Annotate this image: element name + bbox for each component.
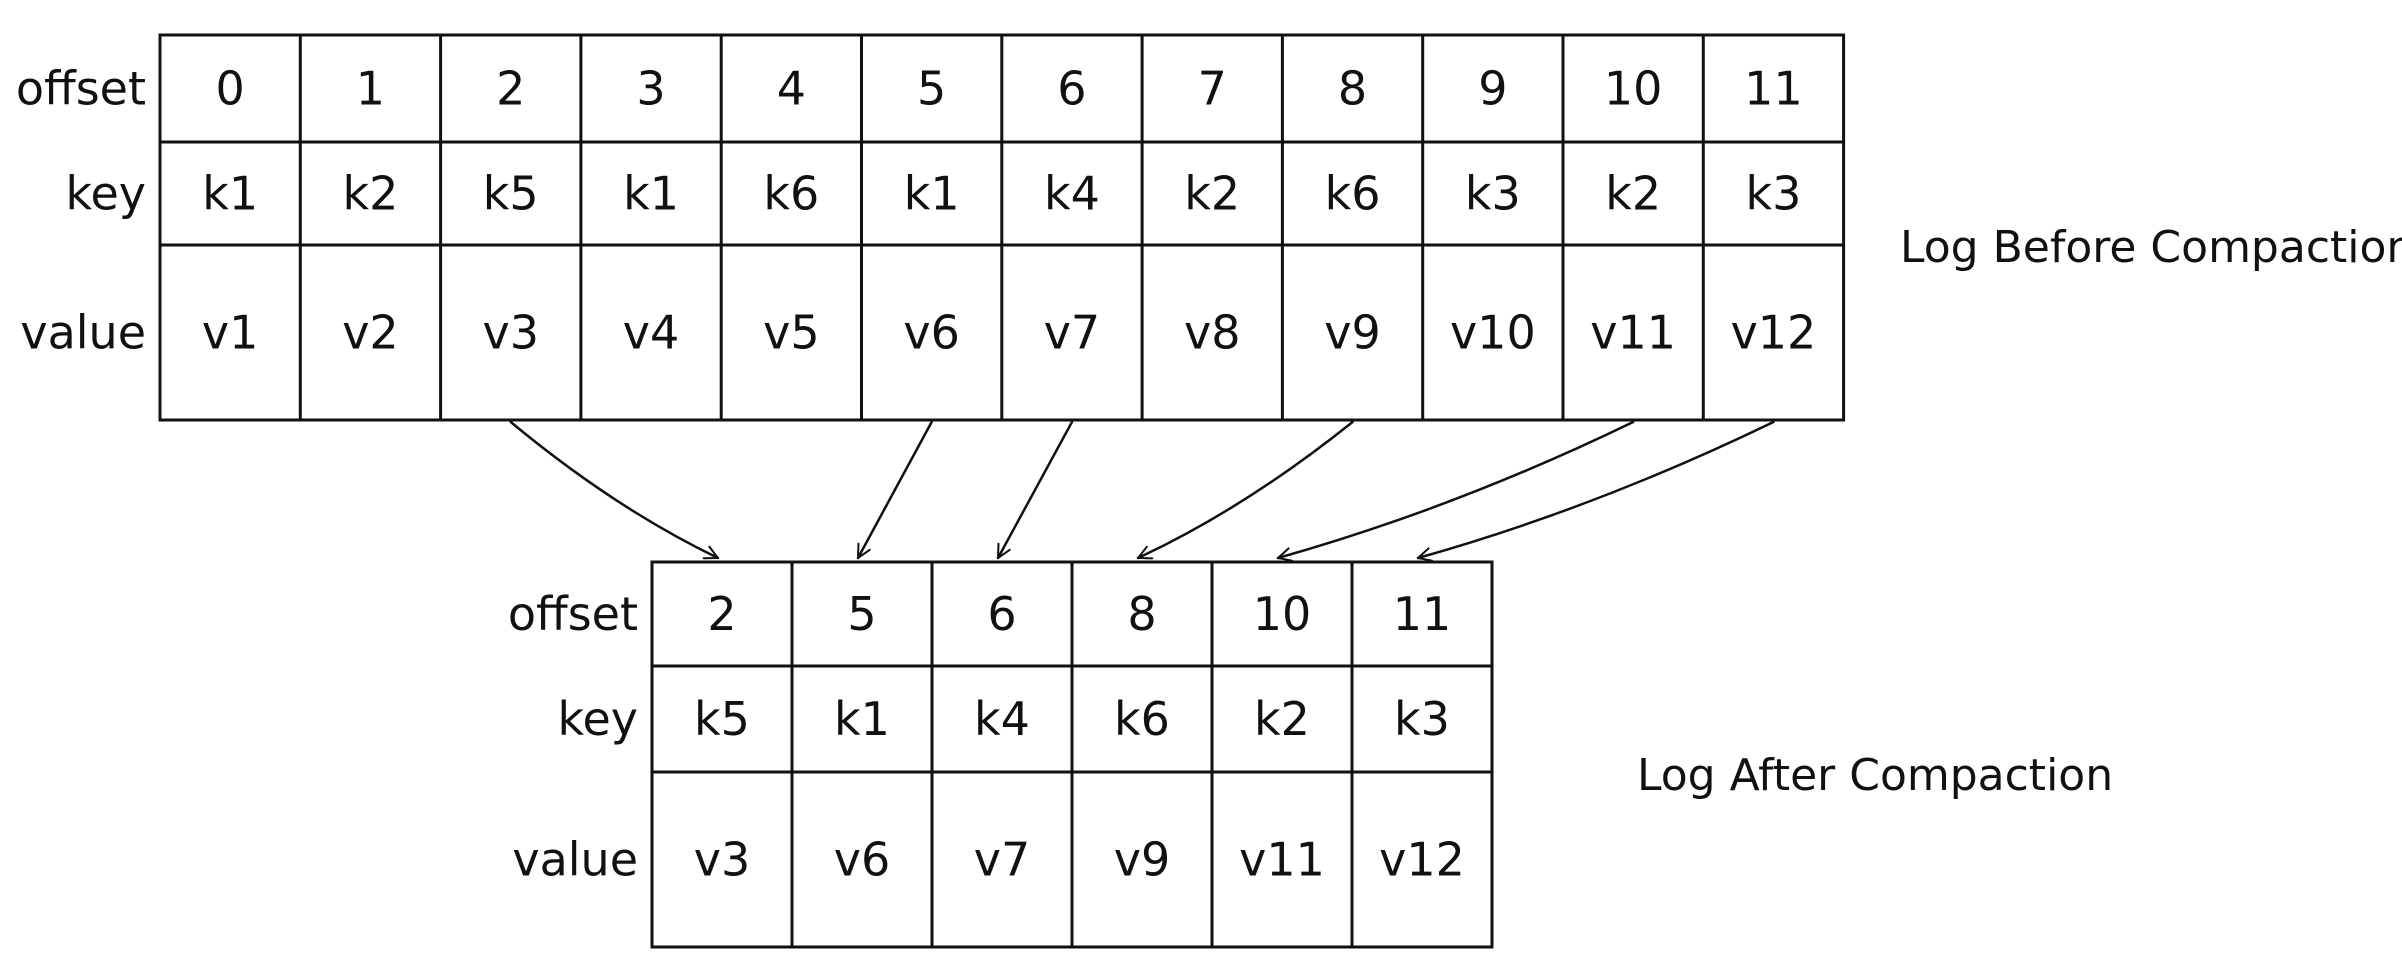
before-cell-key: k2 bbox=[1605, 167, 1661, 221]
after-cell-key: k5 bbox=[694, 692, 750, 746]
before-cell-offset: 2 bbox=[496, 62, 525, 116]
after-cell-offset: 10 bbox=[1253, 587, 1312, 641]
before-cell-offset: 0 bbox=[216, 62, 245, 116]
before-cell-offset: 4 bbox=[777, 62, 806, 116]
before-cell-value: v8 bbox=[1184, 306, 1241, 360]
before-cell-key: k4 bbox=[1044, 167, 1100, 221]
after-cell-offset: 8 bbox=[1127, 587, 1156, 641]
before-cell-key: k3 bbox=[1745, 167, 1801, 221]
before-cell-key: k1 bbox=[623, 167, 679, 221]
before-cell-offset: 11 bbox=[1744, 62, 1803, 116]
after-cell-value: v3 bbox=[694, 833, 751, 887]
before-row-label-value: value bbox=[20, 306, 146, 360]
before-cell-key: k1 bbox=[904, 167, 960, 221]
after-row-label-value: value bbox=[512, 833, 638, 887]
after-cell-offset: 11 bbox=[1393, 587, 1452, 641]
compaction-arrow bbox=[1136, 420, 1354, 560]
after-cell-value: v11 bbox=[1239, 833, 1325, 887]
before-cell-offset: 5 bbox=[917, 62, 946, 116]
before-row-label-key: key bbox=[65, 167, 146, 221]
after-cell-value: v9 bbox=[1114, 833, 1171, 887]
before-cell-value: v5 bbox=[763, 306, 820, 360]
before-cell-key: k6 bbox=[763, 167, 819, 221]
compaction-arrows bbox=[509, 420, 1775, 562]
compaction-arrow bbox=[856, 420, 933, 560]
after-cell-key: k6 bbox=[1114, 692, 1170, 746]
before-cell-offset: 1 bbox=[356, 62, 385, 116]
after-cell-value: v6 bbox=[834, 833, 891, 887]
before-cell-key: k3 bbox=[1465, 167, 1521, 221]
before-cell-value: v12 bbox=[1731, 306, 1817, 360]
before-cell-value: v6 bbox=[903, 306, 960, 360]
before-cell-value: v9 bbox=[1324, 306, 1381, 360]
after-cell-offset: 5 bbox=[847, 587, 876, 641]
before-cell-offset: 7 bbox=[1198, 62, 1227, 116]
before-cell-value: v2 bbox=[342, 306, 399, 360]
before-cell-value: v4 bbox=[623, 306, 680, 360]
after-cell-key: k2 bbox=[1254, 692, 1310, 746]
before-cell-offset: 3 bbox=[636, 62, 665, 116]
compaction-arrow bbox=[509, 420, 720, 560]
before-caption: Log Before Compaction bbox=[1900, 222, 2402, 273]
before-cell-offset: 6 bbox=[1057, 62, 1086, 116]
after-row-label-offset: offset bbox=[508, 587, 638, 641]
after-cell-offset: 6 bbox=[987, 587, 1016, 641]
before-cell-value: v7 bbox=[1044, 306, 1101, 360]
before-cell-offset: 8 bbox=[1338, 62, 1367, 116]
compaction-arrow bbox=[1276, 420, 1635, 562]
log-after-table: offset key value 2 k5 v3 5 k1 v6 6 k4 v7 8 k6 v9 10 k2 v1… bbox=[508, 560, 1494, 949]
before-cell-value: v1 bbox=[202, 306, 259, 360]
after-cell-key: k4 bbox=[974, 692, 1030, 746]
before-cell-key: k1 bbox=[202, 167, 258, 221]
before-row-label-offset: offset bbox=[16, 62, 146, 116]
after-row-label-key: key bbox=[557, 692, 638, 746]
before-cell-value: v10 bbox=[1450, 306, 1536, 360]
before-cell-offset: 9 bbox=[1478, 62, 1507, 116]
after-cell-value: v7 bbox=[974, 833, 1031, 887]
after-cell-value: v12 bbox=[1379, 833, 1465, 887]
compaction-arrow bbox=[996, 420, 1074, 560]
before-cell-key: k6 bbox=[1325, 167, 1381, 221]
before-cell-key: k2 bbox=[342, 167, 398, 221]
compaction-arrow bbox=[1416, 420, 1775, 562]
after-caption: Log After Compaction bbox=[1637, 750, 2113, 801]
before-cell-value: v11 bbox=[1590, 306, 1676, 360]
before-cell-value: v3 bbox=[483, 306, 540, 360]
before-cell-key: k2 bbox=[1184, 167, 1240, 221]
after-cell-offset: 2 bbox=[707, 587, 736, 641]
before-cell-key: k5 bbox=[483, 167, 539, 221]
before-cell-offset: 10 bbox=[1604, 62, 1663, 116]
log-before-table: offsetkeyvalue0k1v11k2v22k5v33k1v44k6v55… bbox=[16, 33, 1846, 422]
after-cell-key: k3 bbox=[1394, 692, 1450, 746]
after-cell-key: k1 bbox=[834, 692, 890, 746]
